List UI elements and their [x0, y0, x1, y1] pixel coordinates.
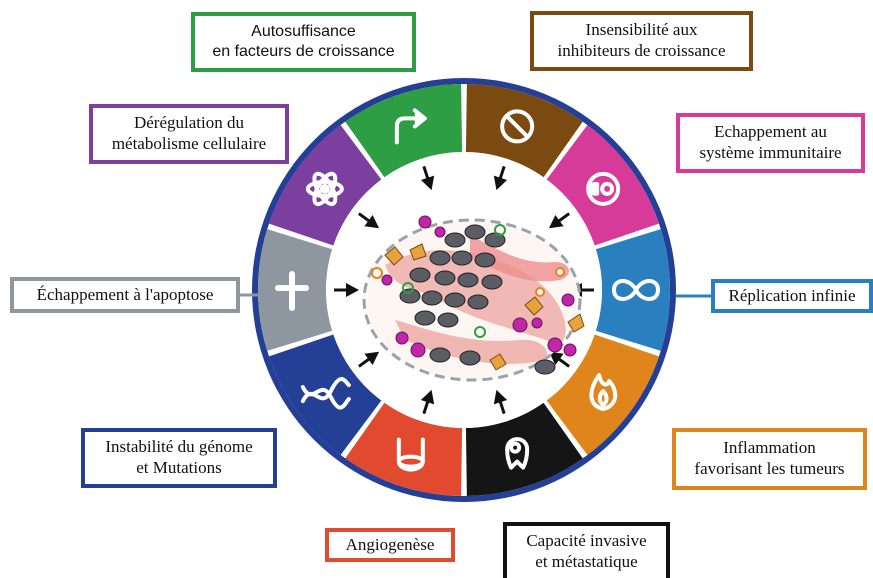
segment-invasion [465, 402, 583, 496]
arrowhead-apoptosis [346, 283, 359, 297]
segment-growth-self [345, 84, 463, 178]
immune-cell-icon [586, 171, 621, 206]
flame-icon [589, 373, 618, 412]
tumor-illustration [362, 215, 585, 382]
dna-icon [300, 377, 351, 410]
label-connectors [240, 293, 711, 298]
pointing-arrows [334, 165, 594, 415]
segment-genome [268, 334, 382, 455]
label-immune-escape: Echappement au système immunitaire [676, 113, 865, 173]
label-genome-instability: Instabilité du génome et Mutations [81, 428, 277, 488]
label-angiogenesis: Angiogenèse [325, 528, 455, 562]
label-growth-inhibitor-insensitivity: Insensibilité aux inhibiteurs de croissa… [530, 11, 753, 71]
arrowhead-growth-self [420, 175, 435, 191]
segment-growth-insens [465, 84, 583, 178]
label-tumor-inflammation: Inflammation favorisant les tumeurs [672, 428, 867, 490]
segment-angiogenesis [345, 402, 463, 496]
ring-icons [275, 108, 660, 472]
arrowhead-invasion [493, 389, 508, 405]
arrowhead-angiogenesis [420, 389, 435, 405]
label-growth-self-sufficiency: Autosuffisance en facteurs de croissance [191, 12, 416, 72]
arrowhead-growth-insens [493, 175, 508, 191]
metastasis-icon [505, 437, 530, 470]
arrowhead-inflammation [548, 351, 564, 366]
segment-replication [595, 229, 670, 351]
arrowhead-metabolism [364, 214, 380, 229]
label-metabolism-deregulation: Dérégulation du métabolisme cellulaire [89, 104, 289, 164]
cross-icon [275, 271, 309, 311]
vessel-icon [396, 437, 425, 472]
arrow-turn-icon [394, 108, 427, 145]
arrowhead-immune [548, 214, 564, 229]
label-infinite-replication: Réplication infinie [711, 279, 873, 313]
no-entry-icon [500, 109, 535, 144]
arrowhead-genome [364, 351, 380, 366]
infinity-icon [612, 279, 660, 301]
atom-icon [305, 171, 344, 207]
label-apoptosis-escape: Échappement à l'apoptose [10, 277, 240, 313]
label-invasion-metastasis: Capacité invasive et métastatique [503, 522, 670, 578]
